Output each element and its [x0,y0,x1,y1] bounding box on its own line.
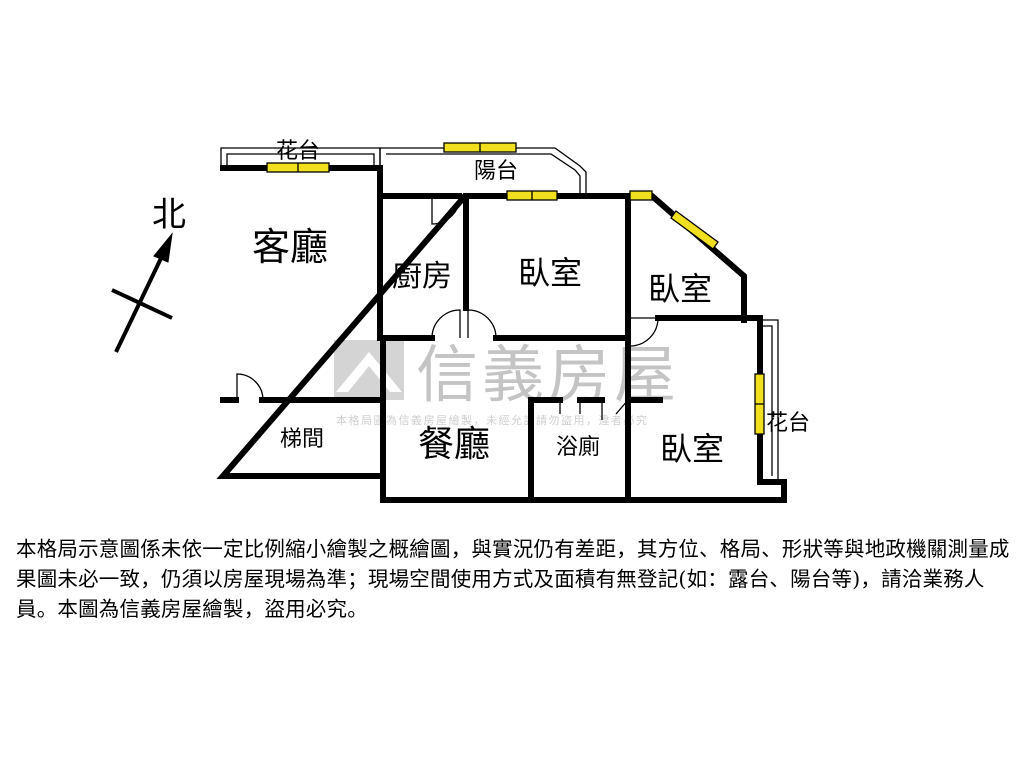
kitchen-north-door-icon [431,195,461,225]
balcony-inner [386,153,581,194]
windows [266,142,765,435]
north-arrow-icon [111,232,173,353]
bath-door-icon [559,400,581,414]
window-bedroom-east-north [629,190,653,201]
planter-north-inner [226,153,375,168]
north-label: 北 [152,195,186,235]
room-planter-north: 花台 [276,139,320,164]
disclaimer-text: 本格局示意圖係未依一定比例縮小繪製之概繪圖，與實況仍有差距，其方位、格局、形狀等… [16,537,1010,621]
floor-plan: 信義房屋 本格局圖為信義房屋繪製，未經允許請勿盜用，違者必究 [111,139,810,503]
room-dining: 餐廳 [418,424,490,465]
room-bedroom-south: 臥室 [660,430,724,468]
bedroom-center-door-icon [467,309,497,339]
room-balcony: 陽台 [474,159,518,184]
room-stairwell: 梯間 [280,427,324,452]
room-bedroom-center: 臥室 [518,254,582,292]
watermark-logo-icon [334,340,404,400]
thin-outlines [220,147,779,482]
doors [236,195,659,420]
room-planter-east: 花台 [766,411,810,436]
window-bedroom-east-diagonal [670,210,719,250]
kitchen-south-door-icon [431,309,461,339]
room-living: 客廳 [252,225,328,269]
stair-door-icon [236,373,264,401]
planter-east-outline [760,319,779,482]
room-kitchen: 廚房 [392,259,452,294]
bedroom-east-door-icon [629,317,659,347]
balcony-outline [379,147,587,194]
planter-east-inner [760,325,773,476]
room-bedroom-east: 臥室 [648,270,712,308]
bedroom-south-door-icon [601,399,629,420]
room-bathroom: 浴廁 [556,435,600,460]
watermark-notice: 本格局圖為信義房屋繪製，未經允許請勿盜用，違者必究 [336,413,649,427]
